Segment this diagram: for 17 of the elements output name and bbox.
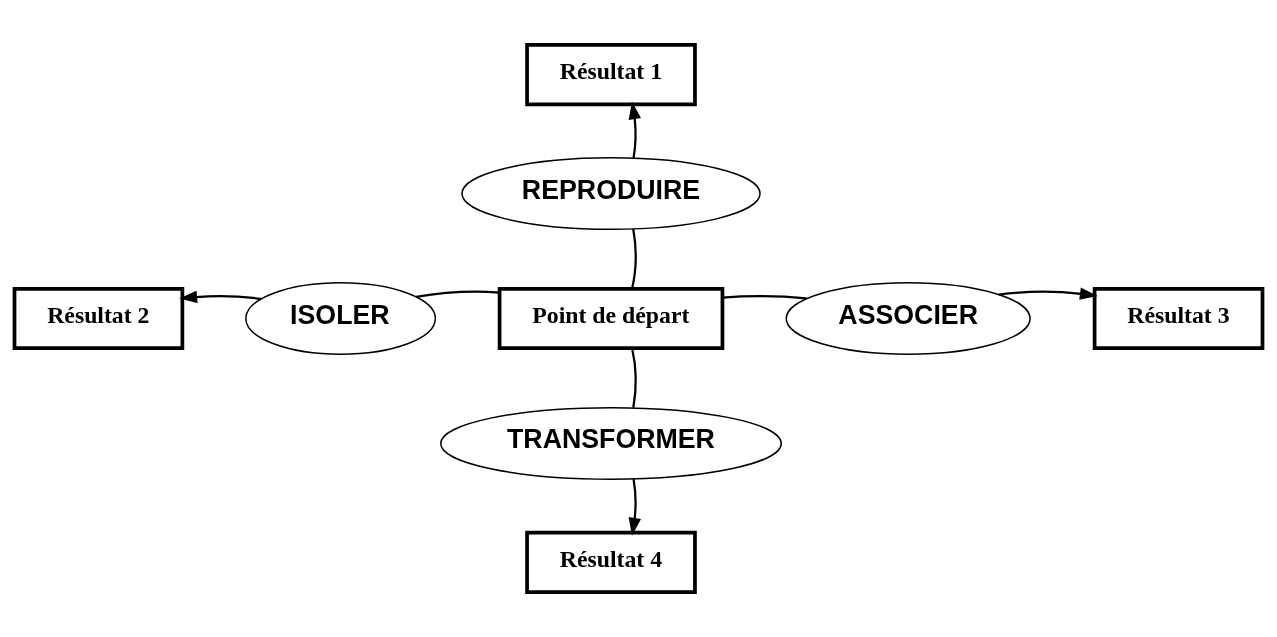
connector: [722, 295, 807, 300]
arrow: [179, 290, 262, 304]
connector: [415, 290, 500, 299]
connector: [631, 228, 637, 289]
node-ellipse: ASSOCIER: [785, 282, 1031, 356]
node-ellipse: REPRODUIRE: [461, 157, 761, 231]
node-box: Résultat 2: [12, 286, 185, 351]
connector: [631, 348, 637, 408]
arrow: [628, 478, 641, 536]
arrow: [628, 101, 641, 159]
node-box: Résultat 3: [1092, 286, 1265, 351]
node-box: Point de départ: [497, 286, 725, 351]
node-ellipse: TRANSFORMER: [440, 406, 783, 480]
node-box: Résultat 1: [525, 43, 697, 107]
node-ellipse: ISOLER: [245, 282, 437, 356]
arrow: [998, 287, 1098, 300]
node-box: Résultat 4: [525, 530, 697, 594]
